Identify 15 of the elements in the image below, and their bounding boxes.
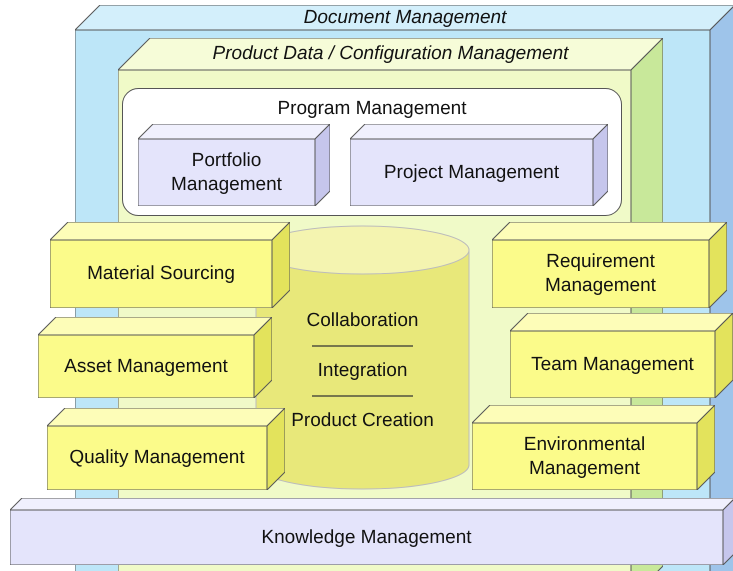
core-label: Collaboration: [306, 309, 418, 333]
module-label: Project Management: [384, 160, 560, 184]
core-label: Product Creation: [291, 409, 434, 433]
module-label: Environmental Management: [522, 432, 646, 480]
module-label: Requirement Management: [544, 250, 657, 298]
group-title: Program Management: [277, 97, 467, 121]
layer-title: Product Data / Configuration Management: [212, 42, 568, 66]
module-label: Quality Management: [69, 446, 245, 470]
core-label: Integration: [318, 359, 408, 383]
module-label: Material Sourcing: [87, 262, 235, 286]
layer-title: Document Management: [304, 6, 506, 30]
module-label: Asset Management: [64, 354, 228, 378]
module-label: Portfolio Management: [170, 148, 283, 196]
module-label: Knowledge Management: [261, 526, 472, 550]
module-label: Team Management: [531, 352, 694, 376]
